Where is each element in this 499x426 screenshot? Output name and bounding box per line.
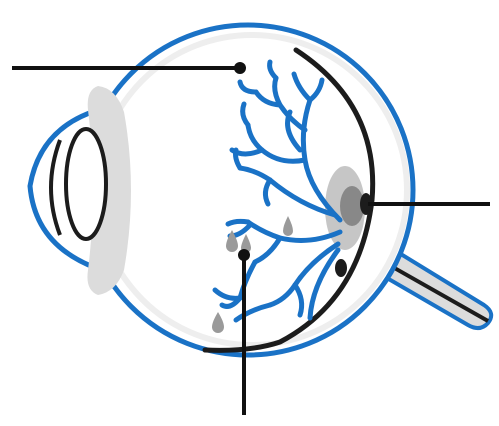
eyeball [83,25,413,355]
leader-dot-top [234,62,246,74]
leader-dot-bottom [238,249,250,261]
lens-icon [66,129,106,239]
